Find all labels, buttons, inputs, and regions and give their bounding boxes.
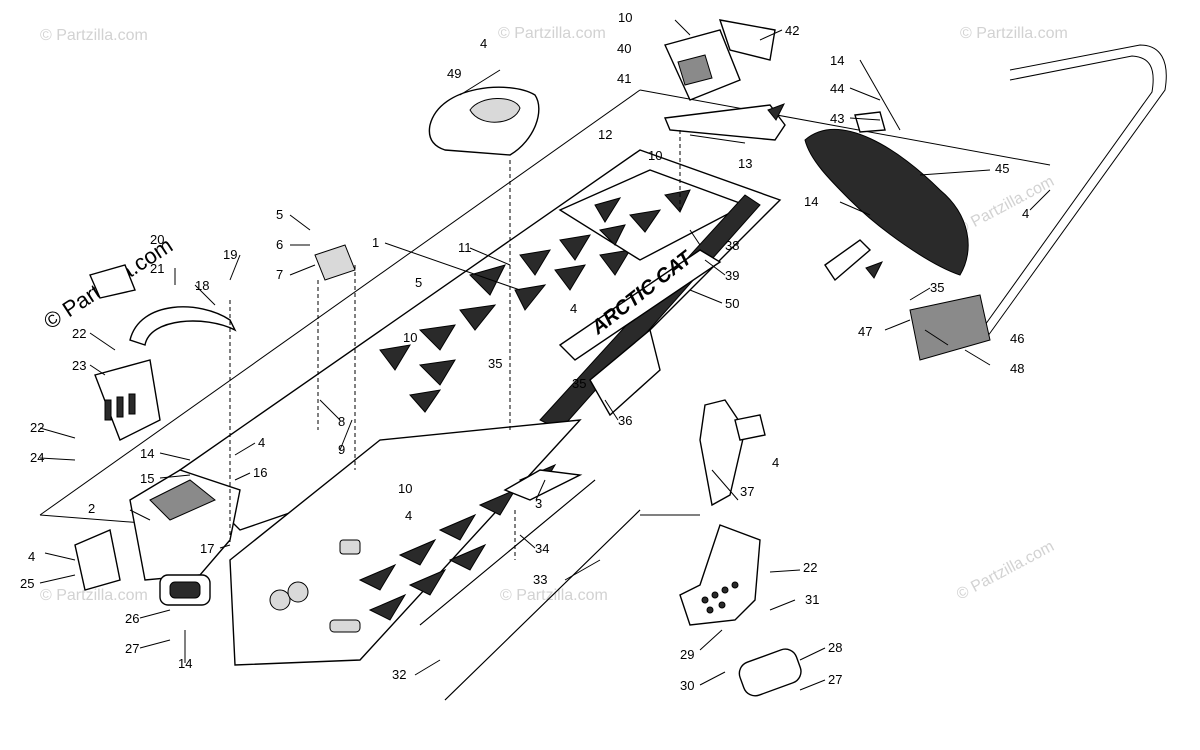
- callout-28: 28: [828, 640, 842, 655]
- callout-44: 44: [830, 81, 844, 96]
- tunnel-assembly: ARCTIC CAT: [178, 149, 782, 666]
- watermark-top-center: © Partzilla.com: [498, 25, 606, 42]
- watermark-bottom-right: © Partzilla.com: [954, 538, 1057, 604]
- callout-31: 31: [805, 592, 819, 607]
- callout-12: 12: [598, 127, 612, 142]
- callout-labels: 1 2 3 4 4 4 4 4 4 4 5 5 6 7 8 9 10 10 10…: [20, 10, 1029, 693]
- callout-49: 49: [447, 66, 461, 81]
- rear-bracket: [663, 19, 786, 141]
- callout-22-lower: 22: [30, 420, 44, 435]
- callout-27-right: 27: [828, 672, 842, 687]
- callout-4-top: 4: [480, 36, 487, 51]
- callout-6: 6: [276, 237, 283, 252]
- callout-4-left: 4: [258, 435, 265, 450]
- callout-10-deck: 10: [648, 148, 662, 163]
- callout-25: 25: [20, 576, 34, 591]
- callout-43: 43: [830, 111, 844, 126]
- callout-40: 40: [617, 41, 631, 56]
- callout-35-center: 35: [488, 356, 502, 371]
- callout-10-top: 10: [618, 10, 632, 25]
- callout-48: 48: [1010, 361, 1024, 376]
- callout-45: 45: [995, 161, 1009, 176]
- watermark-bottom-center: © Partzilla.com: [500, 587, 608, 604]
- callout-46: 46: [1010, 331, 1024, 346]
- callout-5-left: 5: [276, 207, 283, 222]
- callout-5-center: 5: [415, 275, 422, 290]
- callout-22-right: 22: [803, 560, 817, 575]
- callout-10-center: 10: [403, 330, 417, 345]
- callout-37: 37: [740, 484, 754, 499]
- arrow-marks: [767, 103, 884, 279]
- callout-4-rear: 4: [1022, 206, 1029, 221]
- watermark-right-middle: © Partzilla.com: [954, 173, 1057, 239]
- callout-34: 34: [535, 541, 549, 556]
- callout-14-top-right: 14: [830, 53, 844, 68]
- callout-15: 15: [140, 471, 154, 486]
- callout-32: 32: [392, 667, 406, 682]
- callout-11: 11: [458, 240, 472, 255]
- callout-16: 16: [253, 465, 267, 480]
- callout-14-right: 14: [804, 194, 818, 209]
- snowflap-bumper: [804, 44, 1167, 361]
- callout-3: 3: [535, 496, 542, 511]
- callout-33: 33: [533, 572, 547, 587]
- callout-26: 26: [125, 611, 139, 626]
- callout-14-bottom: 14: [178, 656, 192, 671]
- callout-41: 41: [617, 71, 631, 86]
- callout-9: 9: [338, 442, 345, 457]
- callout-21: 21: [150, 261, 164, 276]
- seat: [428, 86, 540, 156]
- watermark-top-left: © Partzilla.com: [40, 27, 148, 44]
- callout-38: 38: [725, 238, 739, 253]
- callout-39: 39: [725, 268, 739, 283]
- callout-35-rear: 35: [930, 280, 944, 295]
- callout-19: 19: [223, 247, 237, 262]
- callout-24: 24: [30, 450, 44, 465]
- callout-35-right: 35: [572, 376, 586, 391]
- front-left-brackets: [74, 244, 356, 606]
- callout-29: 29: [680, 647, 694, 662]
- callout-1: 1: [372, 235, 379, 250]
- watermark-top-right: © Partzilla.com: [960, 25, 1068, 42]
- explosion-lines: [229, 130, 681, 560]
- callout-30: 30: [680, 678, 694, 693]
- callout-20: 20: [150, 232, 164, 247]
- callout-36: 36: [618, 413, 632, 428]
- callout-4-right: 4: [772, 455, 779, 470]
- callout-27-left: 27: [125, 641, 139, 656]
- callout-22-left: 22: [72, 326, 86, 341]
- callout-7: 7: [276, 267, 283, 282]
- watermark-bottom-left: © Partzilla.com: [40, 587, 148, 604]
- callout-14-left: 14: [140, 446, 154, 461]
- callout-4-mid: 4: [405, 508, 412, 523]
- callout-2: 2: [88, 501, 95, 516]
- right-side-parts: [589, 328, 802, 697]
- callout-47: 47: [858, 324, 872, 339]
- callout-23: 23: [72, 358, 86, 373]
- callout-50: 50: [725, 296, 739, 311]
- callout-8: 8: [338, 414, 345, 429]
- callout-10-lower: 10: [398, 481, 412, 496]
- callout-4-center: 4: [570, 301, 577, 316]
- callout-42: 42: [785, 23, 799, 38]
- callout-4-front: 4: [28, 549, 35, 564]
- callout-17: 17: [200, 541, 214, 556]
- callout-18: 18: [195, 278, 209, 293]
- callout-13: 13: [738, 156, 752, 171]
- leader-lines: [39, 19, 1051, 691]
